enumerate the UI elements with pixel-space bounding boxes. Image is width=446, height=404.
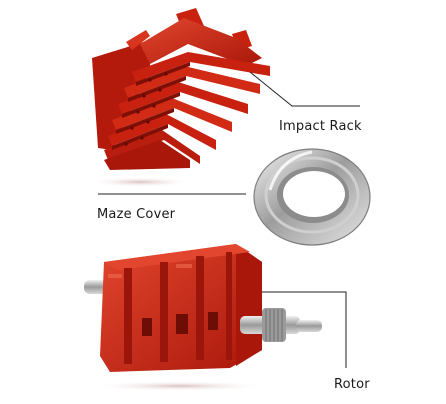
impact-rack-image (88, 8, 270, 187)
maze-cover-label: Maze Cover (97, 207, 176, 222)
impact-rack-label: Impact Rack (279, 119, 362, 134)
maze-cover-image (253, 148, 371, 246)
impact-rack-leader (249, 71, 360, 107)
rotor-image (84, 244, 322, 391)
rotor-leader (262, 291, 347, 368)
rotor-label: Rotor (334, 377, 370, 392)
